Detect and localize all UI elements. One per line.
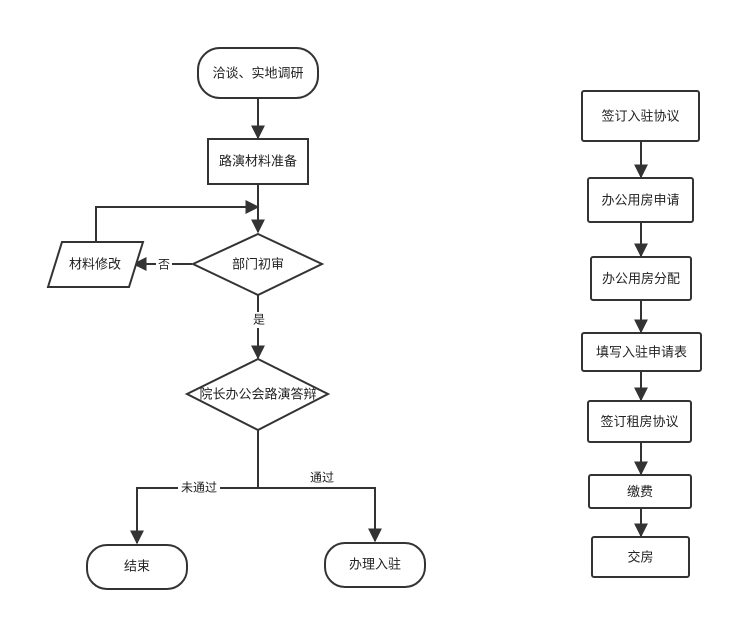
right-step-box <box>591 536 690 578</box>
right-step-box <box>590 256 692 301</box>
right-step-7: 交房 <box>591 536 690 578</box>
edge-label-pass: 通过 <box>310 471 334 485</box>
right-step-5: 签订租房协议 <box>587 400 692 443</box>
node-defense-label: 院长办公会路演答辩 <box>199 387 316 403</box>
edge-label-bg <box>156 256 172 272</box>
node-defense-decision: 院长办公会路演答辩 <box>184 357 331 432</box>
right-step-box <box>588 474 692 509</box>
node-end: 结束 <box>86 544 188 590</box>
right-step-4: 填写入驻申请表 <box>581 332 702 372</box>
right-step-3: 办公用房分配 <box>590 256 692 301</box>
node-review-decision: 部门初审 <box>190 232 325 297</box>
edge-revise-back-to-review <box>95 200 260 242</box>
edge-label-bg <box>178 480 220 496</box>
node-start: 洽谈、实地调研 <box>197 47 319 99</box>
right-step-label: 签订入驻协议 <box>601 109 679 125</box>
node-end-label: 结束 <box>124 560 150 575</box>
right-step-label: 办公用房分配 <box>602 271 680 287</box>
right-step-label: 缴费 <box>627 485 653 500</box>
right-step-label: 填写入驻申请表 <box>596 346 687 361</box>
right-step-box <box>581 90 700 142</box>
edge-defense-to-enter <box>258 487 382 543</box>
node-revise: 材料修改 <box>46 241 145 288</box>
node-prepare: 路演材料准备 <box>207 138 309 185</box>
right-step-2: 办公用房申请 <box>587 177 694 223</box>
right-step-1: 签订入驻协议 <box>581 90 700 142</box>
right-step-label: 办公用房申请 <box>601 193 679 209</box>
right-step-label: 交房 <box>627 550 653 566</box>
node-review-label: 部门初审 <box>232 258 284 273</box>
node-prepare-label: 路演材料准备 <box>219 154 297 170</box>
edge-label-bg <box>250 312 268 328</box>
node-start-label: 洽谈、实地调研 <box>212 67 303 82</box>
right-step-6: 缴费 <box>588 474 692 509</box>
node-enter-label: 办理入驻 <box>349 558 401 573</box>
right-step-box <box>587 400 692 443</box>
edge-label-yes: 是 <box>253 313 265 327</box>
node-revise-label: 材料修改 <box>69 258 121 273</box>
right-step-box <box>581 332 702 372</box>
edge-label-fail: 未通过 <box>181 481 217 495</box>
right-step-label: 签订租房协议 <box>600 414 678 430</box>
edge-label-no: 否 <box>158 258 170 272</box>
node-enter: 办理入驻 <box>324 542 426 588</box>
right-step-box <box>587 177 694 223</box>
